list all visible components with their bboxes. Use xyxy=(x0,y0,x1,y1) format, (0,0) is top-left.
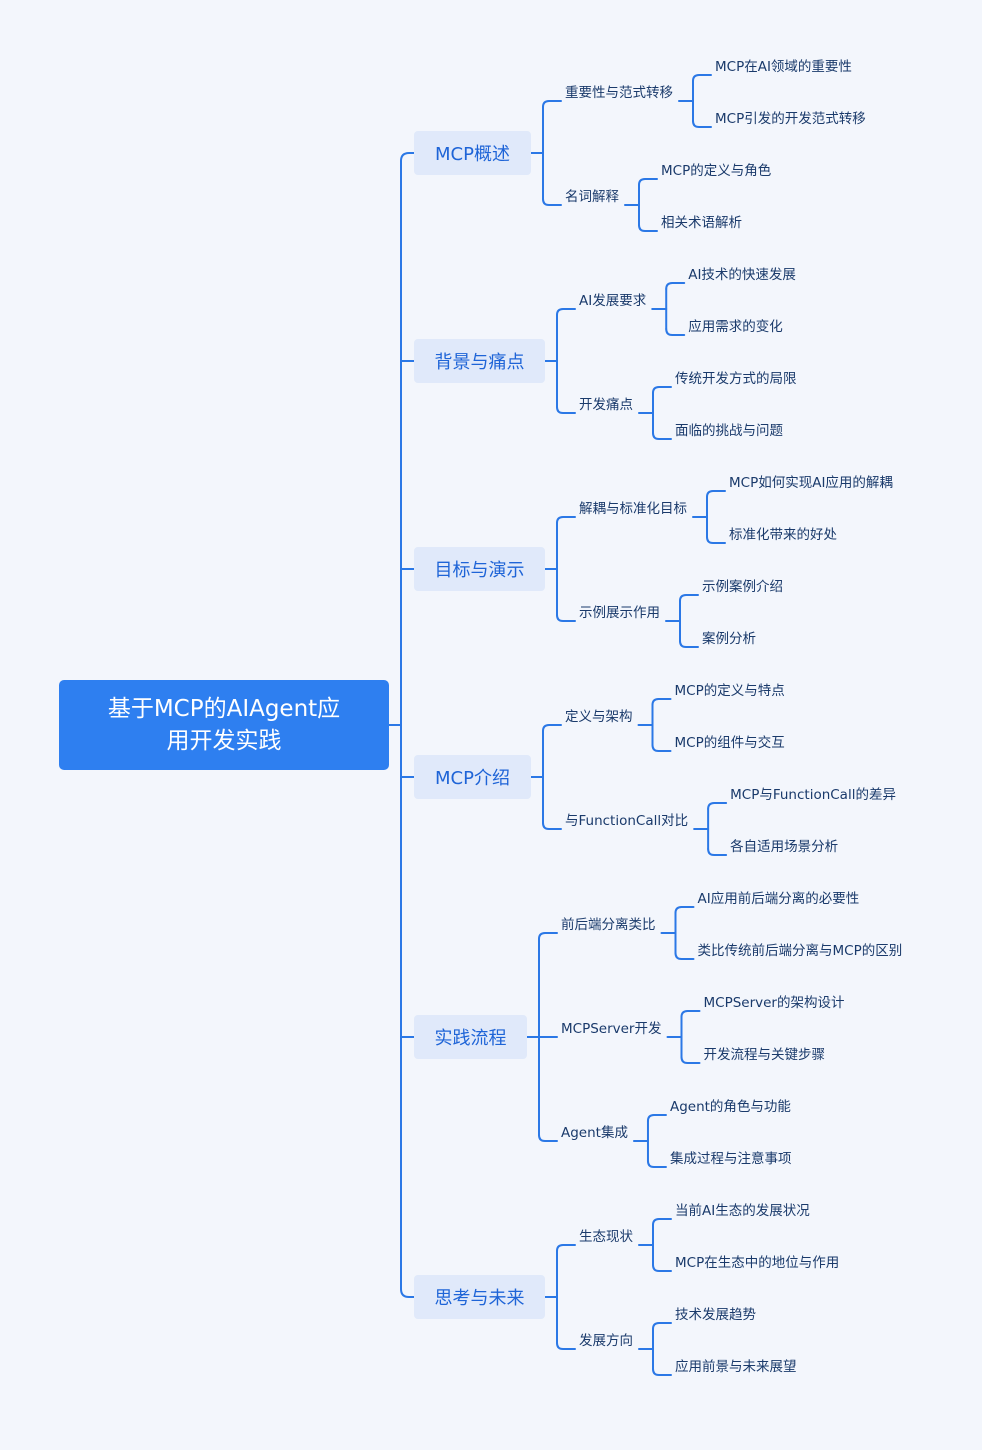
subtopic[interactable]: 名词解释 xyxy=(565,189,619,205)
leaf-topic[interactable]: 开发流程与关键步骤 xyxy=(703,1047,826,1063)
leaf-topic[interactable]: 技术发展趋势 xyxy=(675,1307,756,1323)
branch-topic-label: 实践流程 xyxy=(434,1028,507,1049)
leaf-topic[interactable]: 示例案例介绍 xyxy=(702,579,783,595)
subtopic[interactable]: 与FunctionCall对比 xyxy=(565,813,689,829)
subtopic[interactable]: 开发痛点 xyxy=(579,397,633,413)
leaf-topic[interactable]: MCP与FunctionCall的差异 xyxy=(730,787,896,803)
branch-topic-label: MCP介绍 xyxy=(435,768,510,789)
subtopic[interactable]: 生态现状 xyxy=(579,1229,633,1245)
subtopic[interactable]: 定义与架构 xyxy=(565,709,633,725)
leaf-topic[interactable]: AI应用前后端分离的必要性 xyxy=(697,891,860,907)
subtopic[interactable]: MCPServer开发 xyxy=(561,1021,662,1037)
leaf-topic[interactable]: 集成过程与注意事项 xyxy=(669,1151,792,1167)
branch-topic-label: 目标与演示 xyxy=(434,560,525,581)
branch-topic[interactable]: 实践流程 xyxy=(414,1015,527,1059)
branch-topic-label: 背景与痛点 xyxy=(434,352,525,373)
branch-topic-label: 思考与未来 xyxy=(434,1288,525,1309)
subtopic[interactable]: 解耦与标准化目标 xyxy=(579,501,687,517)
leaf-topic[interactable]: AI技术的快速发展 xyxy=(688,267,796,283)
leaf-topic[interactable]: MCP的定义与特点 xyxy=(674,683,785,699)
subtopic[interactable]: AI发展要求 xyxy=(579,293,647,309)
leaf-topic[interactable]: MCP在生态中的地位与作用 xyxy=(675,1255,840,1271)
leaf-topic[interactable]: 类比传统前后端分离与MCP的区别 xyxy=(697,943,903,959)
leaf-topic[interactable]: 应用需求的变化 xyxy=(688,319,783,335)
leaf-topic[interactable]: 传统开发方式的局限 xyxy=(675,371,797,387)
subtopic[interactable]: Agent集成 xyxy=(561,1125,628,1141)
root-topic-label: 基于MCP的AIAgent应用开发实践 xyxy=(107,696,341,754)
subtopic[interactable]: 重要性与范式转移 xyxy=(565,85,673,101)
branch-topic-label: MCP概述 xyxy=(435,144,510,165)
subtopic[interactable]: 示例展示作用 xyxy=(579,605,660,621)
branch-topic[interactable]: 目标与演示 xyxy=(414,547,545,591)
leaf-topic[interactable]: Agent的角色与功能 xyxy=(669,1099,791,1115)
branch-topic[interactable]: MCP介绍 xyxy=(414,755,531,799)
leaf-topic[interactable]: 面临的挑战与问题 xyxy=(675,423,783,439)
leaf-topic[interactable]: MCP在AI领域的重要性 xyxy=(715,59,852,75)
leaf-topic[interactable]: MCP的组件与交互 xyxy=(674,735,785,751)
leaf-topic[interactable]: MCP引发的开发范式转移 xyxy=(715,111,866,127)
leaf-topic[interactable]: MCP的定义与角色 xyxy=(661,163,772,179)
branch-topic[interactable]: 背景与痛点 xyxy=(414,339,545,383)
leaf-topic[interactable]: 相关术语解析 xyxy=(661,215,742,231)
leaf-topic[interactable]: 当前AI生态的发展状况 xyxy=(675,1203,810,1219)
subtopic[interactable]: 发展方向 xyxy=(579,1333,633,1349)
leaf-topic[interactable]: 应用前景与未来展望 xyxy=(675,1359,797,1375)
leaf-topic[interactable]: MCP如何实现AI应用的解耦 xyxy=(729,475,893,491)
root-topic[interactable]: 基于MCP的AIAgent应用开发实践 xyxy=(59,680,389,770)
branch-topic[interactable]: MCP概述 xyxy=(414,131,531,175)
subtopic[interactable]: 前后端分离类比 xyxy=(561,917,656,933)
leaf-topic[interactable]: MCPServer的架构设计 xyxy=(703,995,845,1011)
leaf-topic[interactable]: 标准化带来的好处 xyxy=(729,527,837,543)
leaf-topic[interactable]: 案例分析 xyxy=(702,631,756,647)
leaf-topic[interactable]: 各自适用场景分析 xyxy=(730,839,839,855)
branch-topic[interactable]: 思考与未来 xyxy=(414,1275,545,1319)
